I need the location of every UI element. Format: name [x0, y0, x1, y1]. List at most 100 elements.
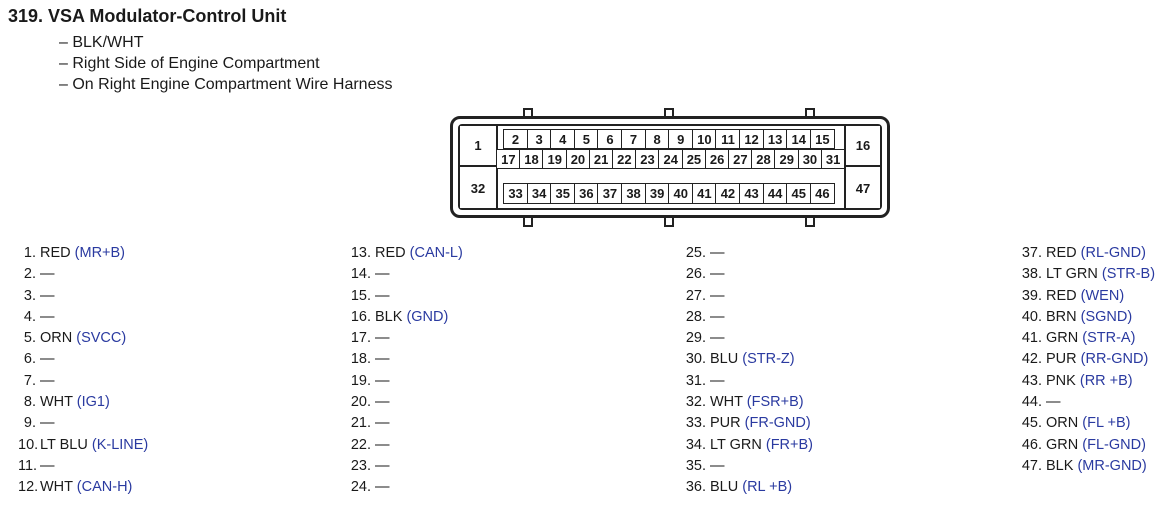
terminal-cell: 25	[681, 149, 707, 169]
divider	[844, 165, 882, 167]
pin-entry: 2.—	[18, 264, 148, 285]
terminal-cell: 35	[550, 183, 576, 204]
detail-harness: – On Right Engine Compartment Wire Harne…	[59, 76, 393, 93]
terminal-cell: 40	[668, 183, 694, 204]
pin-number: 19.	[350, 372, 371, 389]
pin-number: 26.	[685, 266, 706, 283]
pin-entry: 34.LT GRN (FR+B)	[682, 435, 813, 456]
pin-entry: 45.ORN (FL +B)	[1018, 413, 1155, 434]
terminal-cell: 13	[762, 129, 788, 149]
pin-entry: 24.—	[347, 477, 463, 498]
pin-entry: 26.—	[682, 264, 813, 285]
pin-entry: 29.—	[682, 328, 813, 349]
pin-entry: 31.—	[682, 371, 813, 392]
wire-color: —	[375, 457, 390, 474]
pin-entry: 25.—	[682, 243, 813, 264]
pin-number: 22.	[350, 436, 371, 453]
terminal-cell: 19	[542, 149, 568, 169]
pin-entry: 11.—	[18, 456, 148, 477]
pin-number: 17.	[350, 330, 371, 347]
wire-color: —	[710, 266, 725, 283]
pin-entry: 38.LT GRN (STR-B)	[1018, 264, 1155, 285]
wire-color: RED	[1046, 287, 1077, 304]
terminal-cell: 44	[762, 183, 788, 204]
terminal-cell: 18	[519, 149, 544, 169]
pin-number: 2.	[23, 266, 36, 283]
terminal-cell: 39	[644, 183, 670, 204]
pin-function: (FR-GND)	[744, 415, 811, 432]
pin-number: 7.	[23, 372, 36, 389]
wire-color: RED	[40, 245, 71, 261]
pin-number: 37.	[1021, 245, 1042, 261]
pin-number: 28.	[685, 308, 706, 325]
pin-entry: 9.—	[18, 413, 148, 434]
wire-color: —	[40, 266, 55, 283]
terminal-cell: 36	[573, 183, 599, 204]
wire-color: RED	[1046, 245, 1077, 261]
wire-color: —	[1046, 394, 1061, 411]
terminal-32: 32	[460, 168, 496, 208]
pin-number: 42.	[1021, 351, 1042, 368]
terminal-cell: 23	[635, 149, 660, 169]
pin-entry: 36.BLU (RL +B)	[682, 477, 813, 498]
wire-color: WHT	[40, 479, 73, 496]
wire-color: —	[710, 287, 725, 304]
pin-entry: 8.WHT (IG1)	[18, 392, 148, 413]
pin-entry: 15.—	[347, 286, 463, 307]
pin-function: (STR-Z)	[742, 351, 795, 368]
pin-entry: 18.—	[347, 349, 463, 370]
pin-number: 33.	[685, 415, 706, 432]
wire-color: BLK	[1046, 457, 1074, 474]
terminal-cell: 33	[503, 183, 529, 204]
wire-color: —	[375, 394, 390, 411]
pin-entry: 33.PUR (FR-GND)	[682, 413, 813, 434]
pin-function: (RL-GND)	[1080, 245, 1146, 261]
pin-entry: 19.—	[347, 371, 463, 392]
pin-entry: 27.—	[682, 286, 813, 307]
pin-number: 46.	[1021, 436, 1042, 453]
terminal-cell: 28	[751, 149, 776, 169]
pin-function: (STR-B)	[1101, 266, 1156, 283]
wire-color: LT GRN	[710, 436, 762, 453]
terminal-1: 1	[460, 126, 496, 164]
terminal-cell: 2	[503, 129, 529, 149]
wire-color: —	[710, 245, 725, 261]
pin-number: 20.	[350, 394, 371, 411]
detail-location: – Right Side of Engine Compartment	[59, 55, 320, 72]
connector-face	[458, 124, 882, 210]
pin-number: 5.	[23, 330, 36, 347]
terminal-cell: 8	[644, 129, 670, 149]
terminal-cell: 27	[728, 149, 753, 169]
pin-entry: 3.—	[18, 286, 148, 307]
pin-entry: 10.LT BLU (K-LINE)	[18, 435, 148, 456]
pin-entry: 39.RED (WEN)	[1018, 286, 1155, 307]
terminal-cell: 41	[691, 183, 717, 204]
wire-color: —	[710, 457, 725, 474]
wire-color: ORN	[1046, 415, 1079, 432]
wire-color: BLU	[710, 479, 739, 496]
pin-entry: 13.RED (CAN-L)	[347, 243, 463, 264]
pin-entry: 12.WHT (CAN-H)	[18, 477, 148, 498]
pin-entry: 35.—	[682, 456, 813, 477]
pin-number: 21.	[350, 415, 371, 432]
terminal-cell: 11	[715, 129, 741, 149]
pin-number: 14.	[350, 266, 371, 283]
terminal-cell: 15	[809, 129, 835, 149]
wire-color: BRN	[1046, 308, 1077, 325]
pin-function: (RR-GND)	[1080, 351, 1149, 368]
pin-function: (RL +B)	[742, 479, 793, 496]
pin-number: 36.	[685, 479, 706, 496]
divider	[458, 165, 498, 167]
pin-number: 1.	[23, 245, 36, 261]
pin-function: (CAN-H)	[76, 479, 133, 496]
wire-color: GRN	[1046, 330, 1079, 347]
terminal-16: 16	[846, 126, 880, 164]
wire-color: —	[40, 415, 55, 432]
terminal-cell: 26	[704, 149, 730, 169]
pin-function: (MR+B)	[74, 245, 126, 261]
terminal-cell: 6	[597, 129, 623, 149]
wire-color: GRN	[1046, 436, 1079, 453]
terminal-cell: 17	[496, 149, 521, 169]
wire-color: WHT	[710, 394, 743, 411]
